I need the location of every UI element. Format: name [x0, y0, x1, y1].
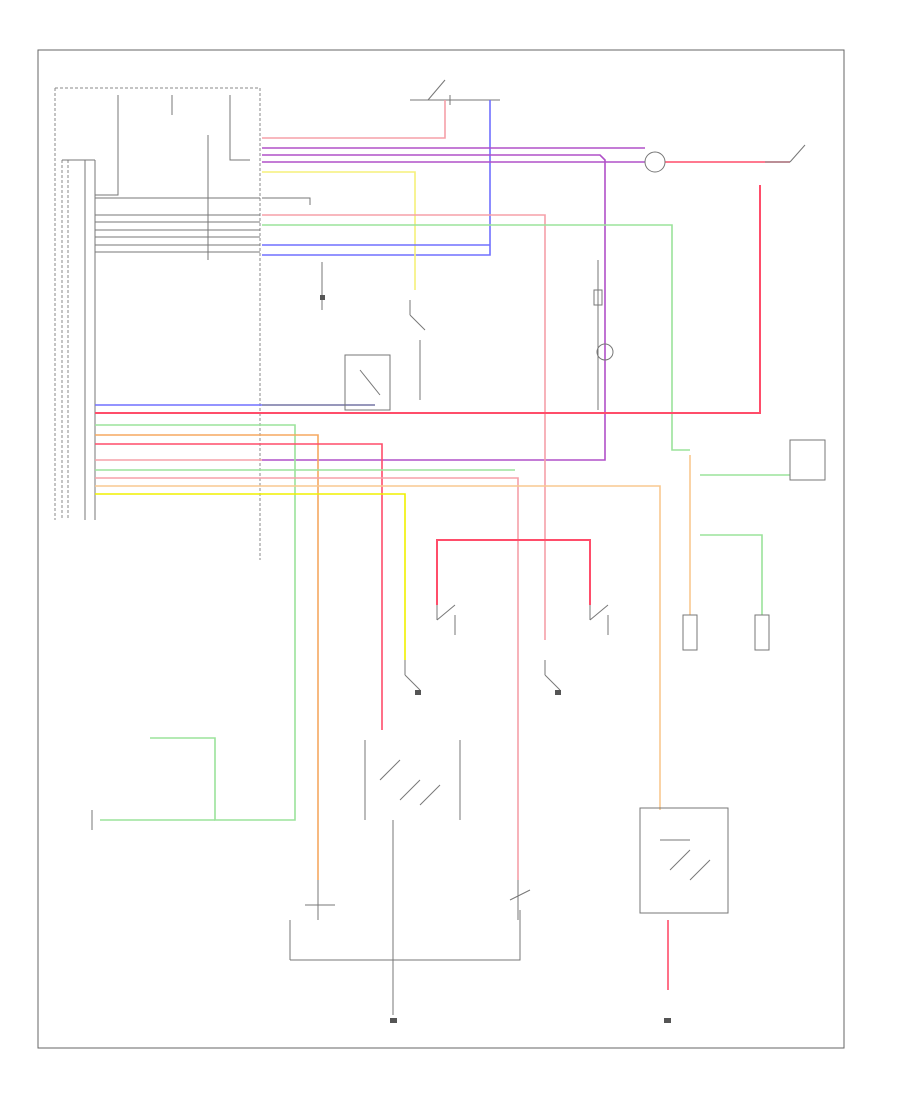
wire-orange-left: [95, 434, 319, 880]
rear-door-switch-left: [404, 660, 421, 695]
lock-actuator-left: [305, 880, 335, 920]
wire-green-mid: [262, 224, 690, 451]
small-box-left: [682, 614, 698, 651]
diagram-frame: [37, 49, 845, 1049]
module-internal-wires: [95, 95, 260, 260]
wire-blue-top: [262, 100, 491, 256]
wire-light-orange: [95, 485, 661, 810]
wire-purple-2: [262, 154, 606, 461]
wire-red-lower: [95, 185, 761, 414]
wire-pink-top: [262, 100, 446, 139]
right-connector-box: [789, 439, 826, 481]
wire-harness: [95, 100, 790, 990]
control-module: [54, 87, 261, 560]
wire-green-left: [95, 424, 296, 821]
ground-left: [390, 1018, 397, 1023]
relay-component-right: [644, 144, 806, 173]
coil-relay: [593, 280, 614, 361]
ground-right: [664, 1018, 671, 1023]
control-unit-box: [639, 807, 729, 914]
wire-yellow: [95, 493, 406, 660]
door-lock-switch: [364, 740, 461, 820]
front-door-switch-left: [436, 604, 456, 635]
lock-actuator-right: [509, 880, 531, 920]
ground-center-small: [320, 295, 325, 300]
wire-red-door: [436, 539, 591, 605]
wire-light-yellow-1: [262, 171, 416, 290]
wire-pink-mid: [262, 214, 546, 640]
center-switch: [344, 300, 426, 411]
rear-door-switch-right: [544, 660, 561, 695]
gray-wiring: [262, 197, 599, 1015]
wire-green-right-2: [700, 534, 763, 615]
wire-red-left: [95, 443, 383, 730]
top-switch: [410, 79, 500, 105]
wire-pink-left-2: [95, 477, 519, 880]
small-box-right: [754, 614, 770, 651]
front-door-switch-right: [589, 604, 609, 635]
